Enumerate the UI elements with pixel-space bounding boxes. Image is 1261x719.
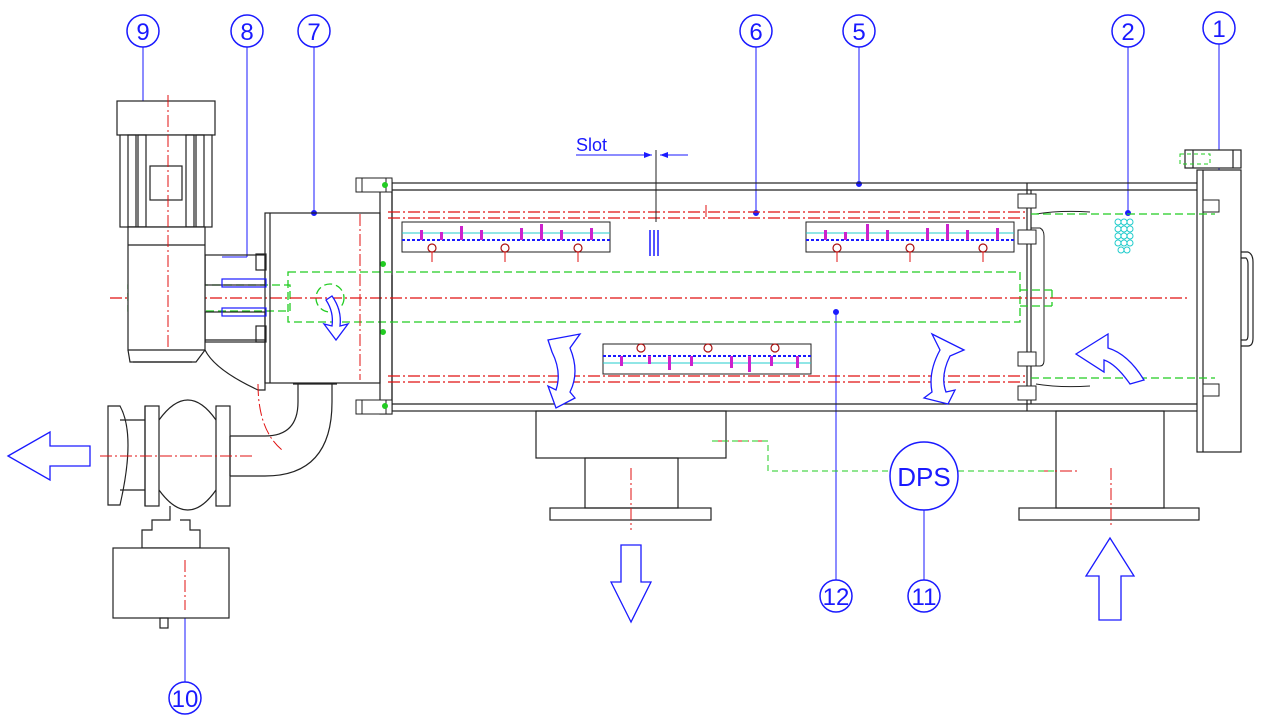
flow-arrow-3	[1074, 332, 1146, 385]
bolt-markers	[380, 182, 388, 409]
balloon-5-label: 5	[852, 19, 865, 46]
filter-housing	[379, 179, 1221, 415]
partition-bolts	[1017, 193, 1220, 401]
slot-label: Slot	[576, 135, 607, 155]
outlet-arrow	[6, 430, 91, 482]
flow-arrow-2	[922, 332, 966, 405]
balloon-5: 5	[842, 14, 876, 48]
balloon-8-label: 8	[240, 19, 253, 46]
balloon-9: 9	[126, 14, 160, 48]
balloon-12-label: 12	[823, 584, 850, 611]
end-cover	[1184, 149, 1254, 453]
balloon-12: 12	[819, 579, 853, 613]
balloon-7-label: 7	[307, 19, 320, 46]
end-cover-hidden	[1179, 153, 1211, 165]
brush-assembly-bottom	[602, 343, 812, 375]
slot-detail: Slot	[576, 135, 688, 256]
balloon-8: 8	[230, 14, 264, 48]
balloon-10-label: 10	[172, 686, 199, 713]
balloon-1: 1	[1202, 11, 1236, 45]
dps-label: DPS	[897, 462, 950, 492]
brush-assembly-top-left	[401, 221, 611, 262]
flow-arrow-4	[322, 295, 350, 342]
drain-arrow	[609, 544, 653, 624]
balloon-10: 10	[168, 681, 202, 715]
flange-bolts-left	[355, 177, 393, 415]
suction-pipe	[127, 213, 1215, 379]
inlet-arrow	[1084, 536, 1136, 621]
balloon-6-label: 6	[749, 19, 762, 46]
outlet-valve	[107, 383, 337, 629]
brush-assembly-top-right	[805, 221, 1015, 262]
balloon-6: 6	[739, 14, 773, 48]
spray-nozzle	[1114, 218, 1134, 254]
balloon-2-label: 2	[1121, 19, 1134, 46]
balloon-11: 11	[907, 579, 941, 613]
balloon-2: 2	[1111, 14, 1145, 48]
flow-arrow-1	[546, 333, 582, 409]
balloon-7: 7	[297, 14, 331, 48]
balloon-9-label: 9	[136, 19, 149, 46]
dps-signal-line	[712, 440, 1056, 472]
motor	[116, 100, 266, 391]
balloon-11-label: 11	[912, 584, 937, 611]
partition-plate	[1031, 210, 1091, 388]
differential-pressure-switch: DPS	[889, 441, 959, 511]
balloon-1-label: 1	[1212, 16, 1225, 43]
flow-arrows	[6, 295, 1146, 624]
inlet-nozzle	[1018, 410, 1200, 521]
filter-screen	[110, 211, 1190, 383]
